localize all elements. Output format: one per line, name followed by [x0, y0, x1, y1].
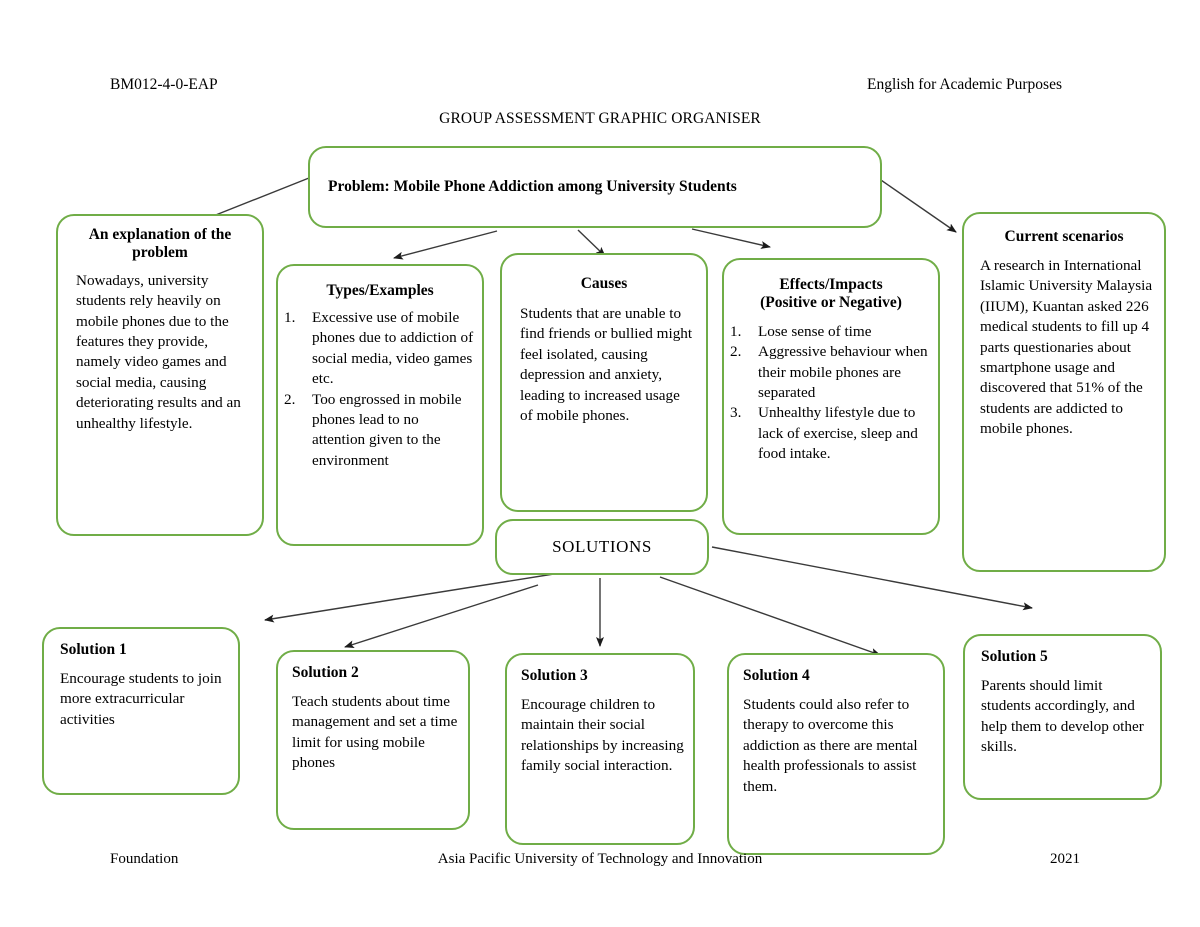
node-explanation-body: Nowadays, university students rely heavi… [76, 271, 241, 432]
node-causes-body: Students that are unable to find friends… [520, 304, 693, 424]
node-solution-5-body: Parents should limit students accordingl… [981, 676, 1144, 756]
node-solutions-hub[interactable]: SOLUTIONS [495, 519, 709, 575]
node-types-list: Excessive use of mobile phones due to ad… [278, 308, 482, 472]
node-solution-1[interactable]: Solution 1 Encourage students to join mo… [42, 627, 240, 795]
node-solution-2[interactable]: Solution 2 Teach students about time man… [276, 650, 470, 830]
list-item: Aggressive behaviour when their mobile p… [730, 342, 928, 401]
footer-year: 2021 [1050, 851, 1080, 867]
node-explanation[interactable]: An explanation of the problem Nowadays, … [56, 214, 264, 536]
node-current-scenarios[interactable]: Current scenarios A research in Internat… [962, 212, 1166, 572]
node-explanation-title: An explanation of the problem [88, 226, 232, 261]
node-effects-list: Lose sense of time Aggressive behaviour … [724, 322, 938, 465]
node-scenarios-title: Current scenarios [1004, 228, 1124, 245]
node-causes[interactable]: Causes Students that are unable to find … [500, 253, 708, 512]
list-item: Lose sense of time [730, 322, 872, 343]
module-code: BM012-4-0-EAP [110, 76, 218, 93]
footer-institution: Asia Pacific University of Technology an… [437, 851, 763, 867]
page-title: GROUP ASSESSMENT GRAPHIC ORGANISER [439, 110, 761, 127]
footer: Foundation Asia Pacific University of Te… [0, 851, 1200, 871]
node-solution-3-body: Encourage children to maintain their soc… [521, 695, 684, 775]
node-scenarios-body: A research in International Islamic Univ… [980, 256, 1153, 438]
node-effects-subtitle: (Positive or Negative) [760, 293, 902, 311]
node-solution-1-title: Solution 1 [60, 641, 127, 658]
node-solution-5-title: Solution 5 [981, 648, 1048, 665]
node-problem[interactable]: Problem: Mobile Phone Addiction among Un… [308, 146, 882, 228]
footer-level: Foundation [110, 851, 179, 867]
list-item: Unhealthy lifestyle due to lack of exerc… [730, 403, 918, 463]
node-solution-2-title: Solution 2 [292, 664, 359, 681]
node-solution-2-body: Teach students about time management and… [292, 692, 458, 772]
node-solution-4-body: Students could also refer to therapy to … [743, 695, 918, 795]
course-name: English for Academic Purposes [866, 76, 1062, 93]
list-item: Excessive use of mobile phones due to ad… [284, 308, 474, 388]
node-types-title: Types/Examples [326, 282, 434, 299]
node-types-examples[interactable]: Types/Examples Excessive use of mobile p… [276, 264, 484, 546]
node-effects-impacts[interactable]: Effects/Impacts (Positive or Negative) L… [722, 258, 940, 535]
node-solution-1-body: Encourage students to join more extracur… [60, 669, 222, 728]
node-solution-3[interactable]: Solution 3 Encourage children to maintai… [505, 653, 695, 845]
node-solution-5[interactable]: Solution 5 Parents should limit students… [963, 634, 1162, 800]
node-solution-3-title: Solution 3 [521, 667, 588, 684]
node-solution-4-title: Solution 4 [743, 667, 810, 684]
list-item: Too engrossed in mobile phones lead to n… [284, 390, 462, 469]
node-causes-title: Causes [580, 275, 628, 292]
node-problem-title: Problem: Mobile Phone Addiction among Un… [328, 178, 737, 195]
node-solutions-title: SOLUTIONS [552, 537, 652, 556]
node-solution-4[interactable]: Solution 4 Students could also refer to … [727, 653, 945, 855]
node-effects-title: Effects/Impacts [779, 276, 883, 293]
